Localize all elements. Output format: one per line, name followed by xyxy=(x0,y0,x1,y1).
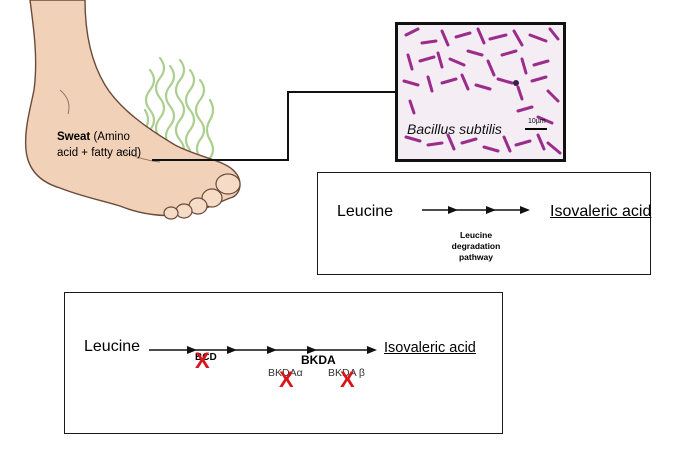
caption-line2: pathway xyxy=(458,252,493,262)
top-pathway-caption: Leucine degradation pathway xyxy=(437,230,515,263)
organism-label: Bacillus subtilis xyxy=(407,121,502,137)
odor-vapor xyxy=(140,56,215,180)
sweat-label: Sweat (Amino acid + fatty acid) xyxy=(57,129,141,161)
bkda-alpha-label: BKDAα xyxy=(268,367,303,379)
bottom-end-label: Isovaleric acid xyxy=(384,340,476,356)
top-start-label: Leucine xyxy=(337,203,394,220)
caption-line1: Leucine degradation xyxy=(451,230,501,251)
bacteria-rods xyxy=(402,27,562,155)
sweat-line2: acid + fatty acid) xyxy=(57,147,142,159)
microscope-image: Bacillus subtilis 10µm xyxy=(395,22,566,162)
bcd-enzyme-label: BCD xyxy=(195,352,217,363)
scale-bar xyxy=(525,128,547,130)
foot-toes xyxy=(163,173,241,220)
scale-bar-label: 10µm xyxy=(528,118,546,125)
top-end-label: Isovaleric acid xyxy=(550,203,652,220)
bkda-beta-label: BKDA β xyxy=(328,367,365,379)
pathway-box-normal xyxy=(317,172,651,275)
pathway-box-knockout xyxy=(64,292,503,434)
bkda-enzyme-label: BKDA xyxy=(301,353,336,367)
bottom-pathway-arrows xyxy=(149,346,377,354)
bkda-alpha-knockout-mark: X xyxy=(279,367,294,392)
bottom-start-label: Leucine xyxy=(84,338,141,355)
bkda-beta-knockout-mark: X xyxy=(340,367,355,392)
sweat-bold: Sweat xyxy=(57,131,91,143)
bcd-knockout-mark: X xyxy=(195,348,210,373)
top-pathway-arrows xyxy=(422,206,530,214)
sweat-rest: (Amino xyxy=(90,131,130,143)
foot-illustration xyxy=(24,0,241,220)
